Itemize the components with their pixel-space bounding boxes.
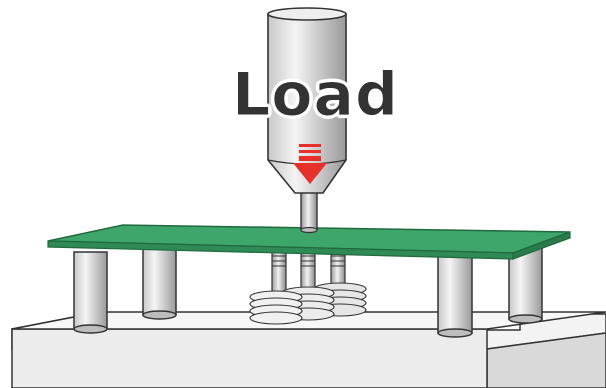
contact-pin-1 [271, 247, 287, 293]
support-post-back-left [142, 246, 177, 320]
load-label: Load [232, 60, 399, 131]
circuit-board [47, 224, 571, 260]
load-cell [267, 7, 347, 194]
plunger [300, 189, 318, 234]
support-post-front-left [73, 251, 108, 334]
load-arrow [293, 144, 327, 184]
contact-pin-2 [300, 247, 316, 293]
support-post-front-right [437, 251, 473, 338]
spring-contacts [249, 247, 367, 325]
spring-coil-front [249, 290, 303, 325]
